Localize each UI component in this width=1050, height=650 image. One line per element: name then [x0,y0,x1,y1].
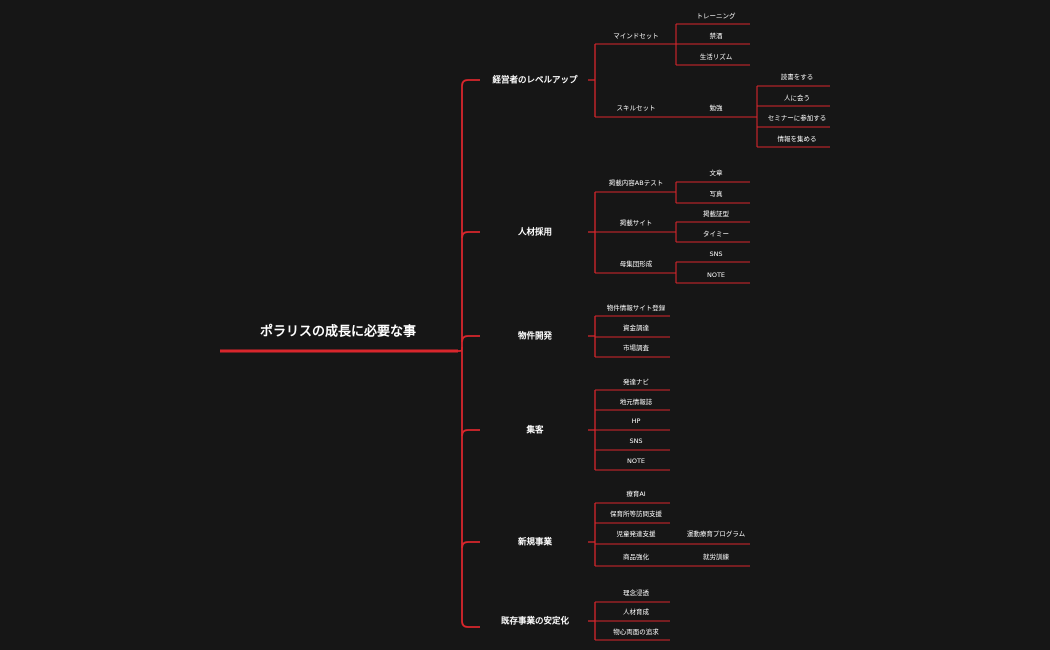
leaf-philosophy[interactable]: 理念浸透 [623,588,650,597]
leaf-funding[interactable]: 資金調達 [623,323,650,332]
leaf-timee[interactable]: タイミー [703,229,729,238]
leaf-meet-people[interactable]: 人に会う [784,93,810,102]
branch-label: 集客 [525,425,544,436]
branch-label: 経営者のレベルアップ [492,75,578,86]
sub-node-child-dev-support[interactable]: 児童発達支援 [617,529,657,538]
branch-existing-business-stability[interactable]: 既存事業の安定化 理念浸透 人材育成 物心両面の追求 [501,588,670,641]
leaf-material-mental[interactable]: 物心両面の追求 [613,627,659,636]
sub-node-skillset[interactable]: スキルセット [617,104,656,112]
sub-node-product-strengthening[interactable]: 商品強化 [623,552,650,561]
branch-new-business[interactable]: 新規事業 療育AI 保育所等訪問支援 児童発達支援 運動療育プログラム 商品強化… [518,489,750,567]
branch-property-development[interactable]: 物件開発 物件情報サイト登録 資金調達 市場調査 [518,303,670,358]
leaf-life-rhythm[interactable]: 生活リズム [700,52,733,61]
leaf-market-research[interactable]: 市場調査 [623,343,650,352]
leaf-exercise-program[interactable]: 運動療育プログラム [687,529,746,538]
branch-label: 新規事業 [518,537,553,548]
leaf-listing-type[interactable]: 掲載証型 [703,209,730,218]
leaf-sns[interactable]: SNS [709,250,722,258]
branch-label: 既存事業の安定化 [501,616,570,627]
leaf-hr-development[interactable]: 人材育成 [623,607,650,616]
root-node[interactable]: ポラリスの成長に必要な事 [220,324,458,353]
leaf-local-magazine[interactable]: 地元情報誌 [620,397,653,406]
leaf-nursery-visit-support[interactable]: 保育所等訪問支援 [610,509,663,518]
leaf-employment-training[interactable]: 就労訓練 [703,552,730,561]
leaf-gather-info[interactable]: 情報を集める [778,134,817,143]
sub-node-listing-site[interactable]: 掲載サイト [620,218,653,227]
leaf-photo[interactable]: 写真 [710,189,724,198]
branch-recruitment[interactable]: 人材採用 掲載内容ABテスト 文章 写真 掲載サイト 掲載証型 タイミー 母集団… [518,168,750,284]
leaf-note[interactable]: NOTE [707,271,725,279]
leaf-no-drinking[interactable]: 禁酒 [710,32,724,40]
sub-node-study[interactable]: 勉強 [710,103,724,112]
branch-customer-acquisition[interactable]: 集客 発達ナビ 地元情報誌 HP SNS NOTE [525,377,670,471]
trunk-connector [457,79,480,628]
leaf-sns[interactable]: SNS [629,437,642,445]
leaf-training[interactable]: トレーニング [697,11,737,20]
root-label: ポラリスの成長に必要な事 [260,324,416,340]
sub-node-mindset[interactable]: マインドセット [613,32,659,40]
branch-management-levelup[interactable]: 経営者のレベルアップ マインドセット トレーニング 禁酒 生活リズム スキルセッ… [492,11,830,148]
leaf-note[interactable]: NOTE [627,457,645,465]
leaf-property-site[interactable]: 物件情報サイト登録 [607,303,666,312]
leaf-hp[interactable]: HP [632,417,641,425]
sub-node-ab-test[interactable]: 掲載内容ABテスト [609,178,663,187]
sub-node-population[interactable]: 母集団形成 [620,259,653,268]
leaf-hattatsu-navi[interactable]: 発達ナビ [623,377,649,386]
leaf-therapy-ai[interactable]: 療育AI [626,489,645,498]
branch-label: 物件開発 [518,331,553,342]
branch-label: 人材採用 [518,227,552,238]
leaf-seminar[interactable]: セミナーに参加する [768,113,827,122]
leaf-reading[interactable]: 読書をする [781,72,814,81]
leaf-text[interactable]: 文章 [710,168,724,177]
